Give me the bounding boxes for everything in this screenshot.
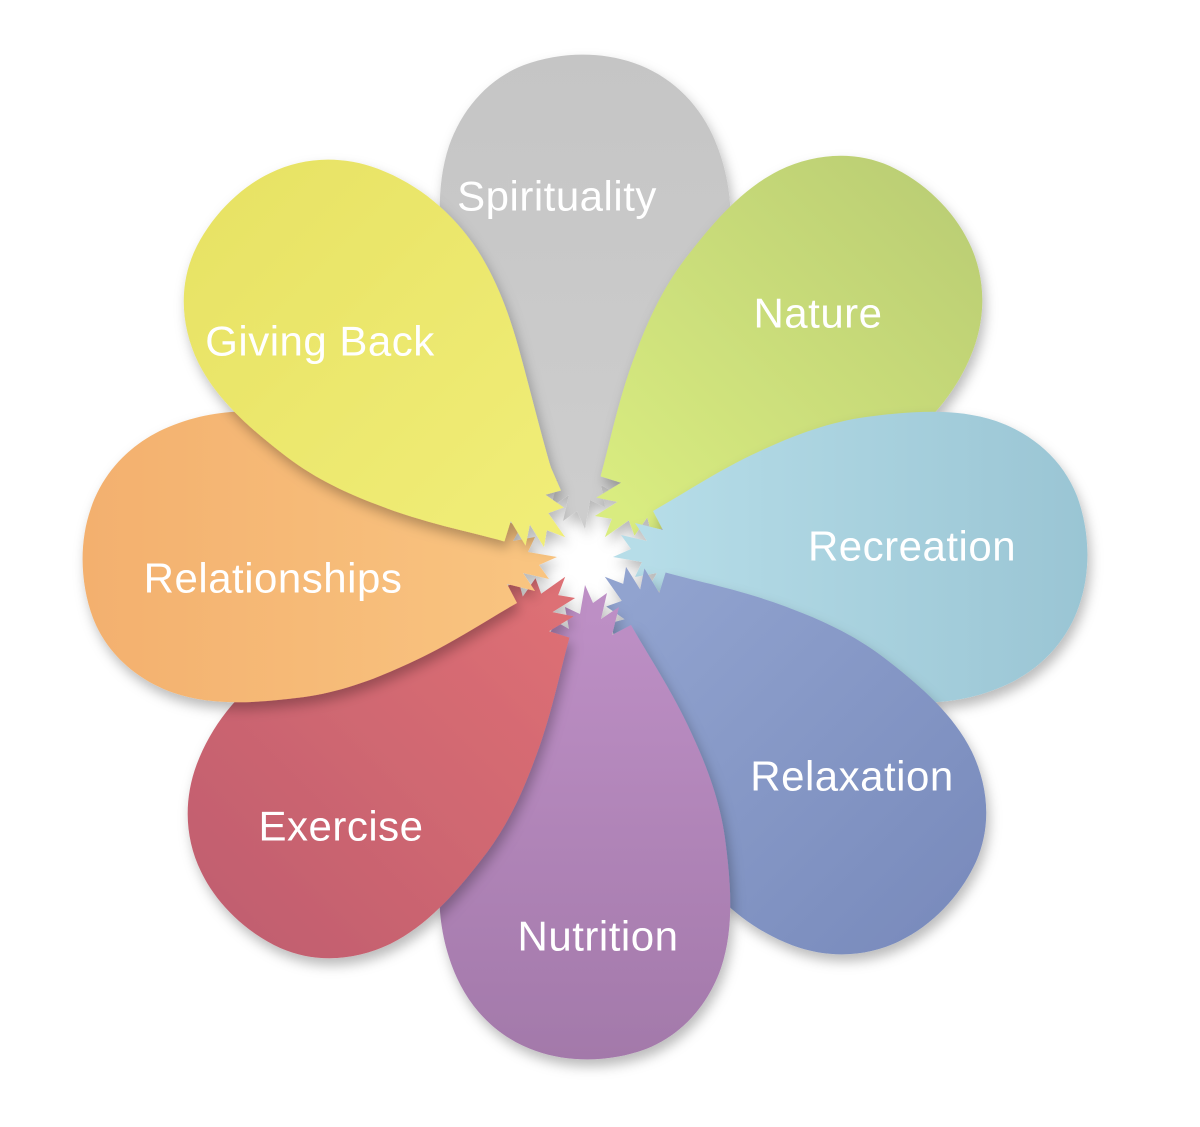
labels: Spirituality Nature Recreation Relaxatio…: [144, 173, 1016, 960]
petal-label-relaxation: Relaxation: [750, 753, 953, 800]
petal-label-giving-back: Giving Back: [205, 318, 435, 365]
petal-label-exercise: Exercise: [258, 803, 423, 850]
petal-label-nutrition: Nutrition: [518, 913, 679, 960]
petal-label-spirituality: Spirituality: [457, 173, 657, 220]
petal-label-nature: Nature: [753, 290, 882, 337]
petal-label-recreation: Recreation: [808, 523, 1016, 570]
petal-label-relationships: Relationships: [144, 555, 403, 602]
